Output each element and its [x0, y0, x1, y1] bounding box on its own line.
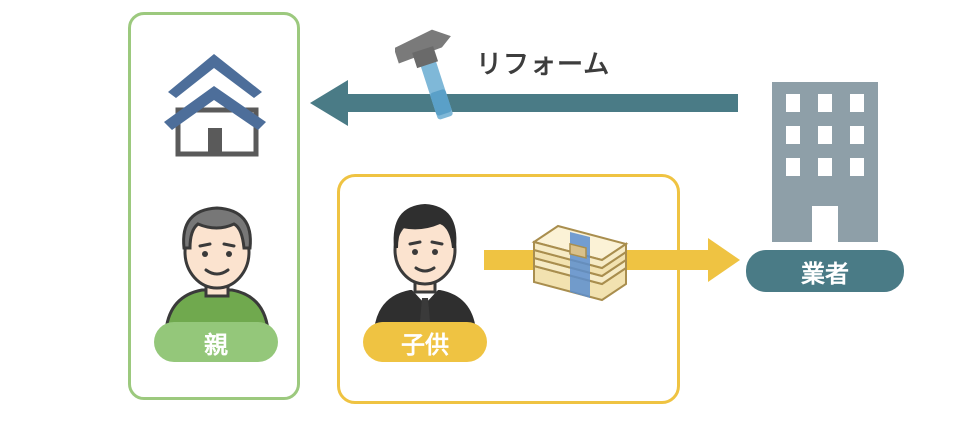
parent-label: 親 — [154, 322, 278, 362]
child-label: 子供 — [363, 322, 487, 362]
hammer-icon — [395, 29, 453, 120]
reform-label: リフォーム — [476, 50, 611, 80]
businessman-icon — [374, 204, 476, 330]
elderly-man-icon — [164, 206, 270, 330]
office-building-icon — [772, 82, 878, 242]
parent-group-box — [128, 12, 300, 400]
money-stack-icon — [531, 224, 629, 302]
vendor-label: 業者 — [746, 250, 904, 292]
reform-arrow — [310, 80, 738, 126]
child-group-box — [337, 174, 680, 404]
house-icon — [164, 54, 266, 157]
